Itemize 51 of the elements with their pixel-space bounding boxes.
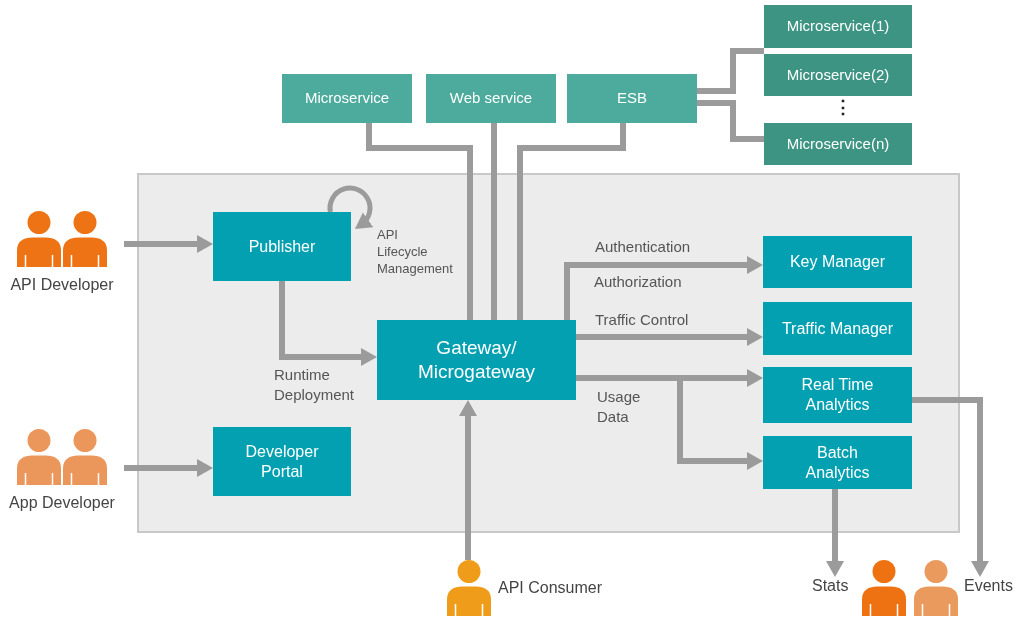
platform-panel [137,173,960,533]
service-box [764,5,912,48]
box-label: Traffic Manager [781,318,894,339]
component-box [763,367,912,423]
box-label: Gateway/ Microgateway [416,336,537,384]
arrow [124,459,213,477]
service-box [764,123,912,165]
box-label: Microservice(1) [786,17,890,36]
connector-line [697,48,764,94]
box-label: Batch Analytics [804,442,871,483]
connector-line [517,123,626,320]
output-label: Events [964,577,1013,595]
output-label: Stats [812,577,849,595]
box-label: Real Time Analytics [800,375,875,415]
arrow [564,256,763,320]
component-box [213,427,351,496]
actor-label: API Developer [10,276,114,294]
actor-label: API Consumer [498,579,603,597]
box-label: Microservice(2) [786,65,890,85]
edge-label: API Lifecycle Management [375,227,455,278]
connector-line [491,123,497,320]
box-label: Key Manager [789,252,886,272]
vertical-ellipsis: ⋮ [834,96,852,119]
box-label: Web service [449,89,533,108]
box-label: Publisher [248,236,316,257]
component-box [763,302,912,355]
box-label: Microservice [304,89,390,108]
component-box [377,320,576,400]
component-box [763,236,912,288]
arrow [680,369,763,387]
arrow [279,281,377,366]
box-label: Developer Portal [244,441,320,482]
service-box [764,54,912,96]
component-box [213,212,351,281]
flow-label: Authorization [594,272,682,292]
arrow [826,489,844,577]
actor-label: App Developer [9,494,115,512]
service-box [426,74,556,123]
box-label: Microservice(n) [786,134,890,154]
box-label: ESB [617,89,647,108]
service-box [567,74,697,123]
arrow [124,235,213,253]
connector-line [697,100,764,142]
connector-line [366,123,473,320]
loop-arrow [327,185,374,230]
service-box [282,74,412,123]
arrow [576,328,763,346]
arrow [459,400,477,560]
component-box [763,436,912,489]
arrow [912,397,989,577]
arrow [677,378,763,470]
